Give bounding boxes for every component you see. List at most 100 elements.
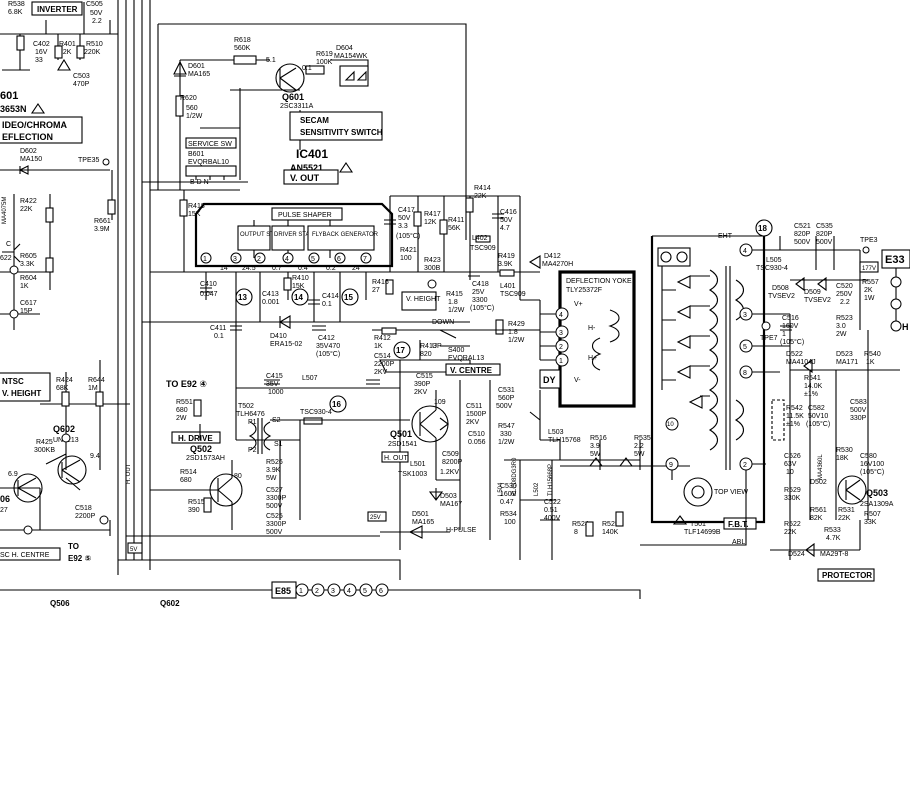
dashed-component-box	[771, 399, 785, 441]
c521-value: 820P	[794, 231, 811, 238]
header-region: INVERTER R538 6.8K C505 50V 2.2 C402 16V…	[0, 1, 118, 88]
r618-resistor	[233, 55, 257, 65]
d502-ref: D502	[810, 479, 827, 486]
r401-resistor	[54, 45, 63, 59]
ic401-ref: IC401	[296, 147, 328, 161]
warning-triangle	[30, 103, 46, 114]
c418-ref: C418	[472, 281, 489, 288]
marker-16-label: 16	[332, 400, 341, 409]
r526-ref: R526	[266, 459, 283, 466]
c535-ref: C535	[816, 223, 833, 230]
v80-label: 80	[234, 473, 242, 480]
r542-tolerance: ±1%	[786, 421, 800, 428]
pin-voltage-2: 24.5	[242, 265, 256, 272]
l502-part: TLH15668P	[548, 464, 554, 496]
vertical-output-circuit: R418 15K C410 0.047 C411 0.1 C413 0.001 …	[142, 185, 573, 389]
l507-ref: L507	[302, 375, 318, 382]
r424-resistor	[61, 391, 70, 407]
c412-value: 35V470	[316, 343, 340, 350]
r538-resistor	[16, 35, 25, 51]
r516-value: 3.9	[590, 443, 600, 450]
pin-voltage-3: 0.7	[272, 265, 282, 272]
r419-ref: R419	[498, 253, 515, 260]
d524-ref: D524	[788, 551, 805, 558]
c505-value2: 2.2	[92, 18, 102, 25]
r415-value: 1.8	[448, 299, 458, 306]
up-label: UP	[432, 343, 442, 350]
r604-ref: R604	[20, 275, 37, 282]
l505-ref: L505	[766, 257, 782, 264]
r551-value: 680	[176, 407, 188, 414]
c402-value: 16V	[35, 49, 48, 56]
c509-ref: C509	[442, 451, 459, 458]
c416-ref: C416	[500, 209, 517, 216]
r514-ref: R514	[180, 469, 197, 476]
tpe7-label: TPE7	[760, 335, 778, 342]
r423-pot-node	[427, 279, 437, 289]
r401-ref: R401	[59, 41, 76, 48]
r414-resistor	[465, 197, 474, 213]
d602-part: MA150	[20, 156, 42, 163]
c511-value2: 2KV	[466, 419, 480, 426]
e85-pin-2: 2	[315, 588, 319, 595]
fbt-pin-9-label: 9	[669, 462, 673, 469]
c531-value2: 500V	[496, 403, 513, 410]
c509-value2: 1.2KV	[440, 469, 459, 476]
s400-part: EVQRAL13	[448, 355, 484, 362]
marker-13-label: 13	[238, 293, 247, 302]
c530-value2: 0.47	[500, 499, 514, 506]
r525-value: 140K	[602, 529, 619, 536]
r534-value: 100	[504, 519, 516, 526]
fbt-label-box	[723, 517, 757, 530]
fbt-pin-10-label: 10	[667, 422, 674, 428]
r515-ref: R515	[188, 499, 205, 506]
marker-15	[341, 288, 359, 306]
r533-value: 4.7K	[826, 535, 841, 542]
b601-switch	[185, 165, 237, 177]
e85-label: E85	[275, 586, 291, 596]
c418-value2: 3300	[472, 297, 488, 304]
e92-5-label: E92 ⑤	[68, 554, 91, 563]
r541-value: 14.0K	[804, 383, 823, 390]
r425-pot	[61, 433, 71, 443]
c582-ref: C582	[808, 405, 825, 412]
c511-ref: C511	[466, 403, 482, 410]
c411-ref: C411	[210, 325, 226, 332]
r620-wattage: 1/2W	[186, 113, 203, 120]
d522-ref: D522	[786, 351, 803, 358]
v-height-pot-box	[401, 291, 437, 311]
c413-ref: C413	[262, 291, 279, 298]
marker-17-label: 17	[396, 346, 405, 355]
r530-ref: R530	[836, 447, 853, 454]
c521-ref: C521	[794, 223, 811, 230]
c503-ref: C503	[73, 73, 90, 80]
r523-wattage: 2W	[836, 331, 847, 338]
c526-value: 63V	[784, 461, 797, 468]
r561-ref: R561	[810, 507, 827, 514]
r557-value: 2K	[864, 287, 873, 294]
r531-ref: R531	[838, 507, 855, 514]
ma4360l-label: MA4360L	[818, 454, 824, 480]
ic401-pin-4: 4	[285, 256, 289, 263]
d501-ref: D501	[412, 511, 429, 518]
ic601-function-box	[0, 116, 83, 144]
r514-value: 680	[180, 477, 192, 484]
yoke-v-minus: V-	[574, 377, 581, 384]
h-pulse-label: H-PULSE	[446, 527, 477, 534]
r418-value: 15K	[188, 211, 201, 218]
inverter-box	[31, 1, 83, 16]
marker-17	[393, 341, 411, 359]
q501-part: 2SD1541	[388, 441, 417, 448]
c402-value2: 33	[35, 57, 43, 64]
output-stage-label: OUTPUT STAGE	[240, 232, 286, 238]
d601-ref: D601	[188, 63, 205, 70]
c514-value: 2200P	[374, 361, 395, 368]
r417-ref: R417	[424, 211, 441, 218]
r542-value: 11.5K	[786, 413, 804, 420]
r412-resistor	[381, 327, 397, 335]
r425-ref: R425	[36, 439, 53, 446]
r644-value: 1M	[88, 385, 98, 392]
d503-ref: D503	[440, 493, 457, 500]
ic401-pins: 1 2 3 4 5 6 7	[200, 252, 372, 264]
ic401-pin-2: 2	[257, 256, 261, 263]
